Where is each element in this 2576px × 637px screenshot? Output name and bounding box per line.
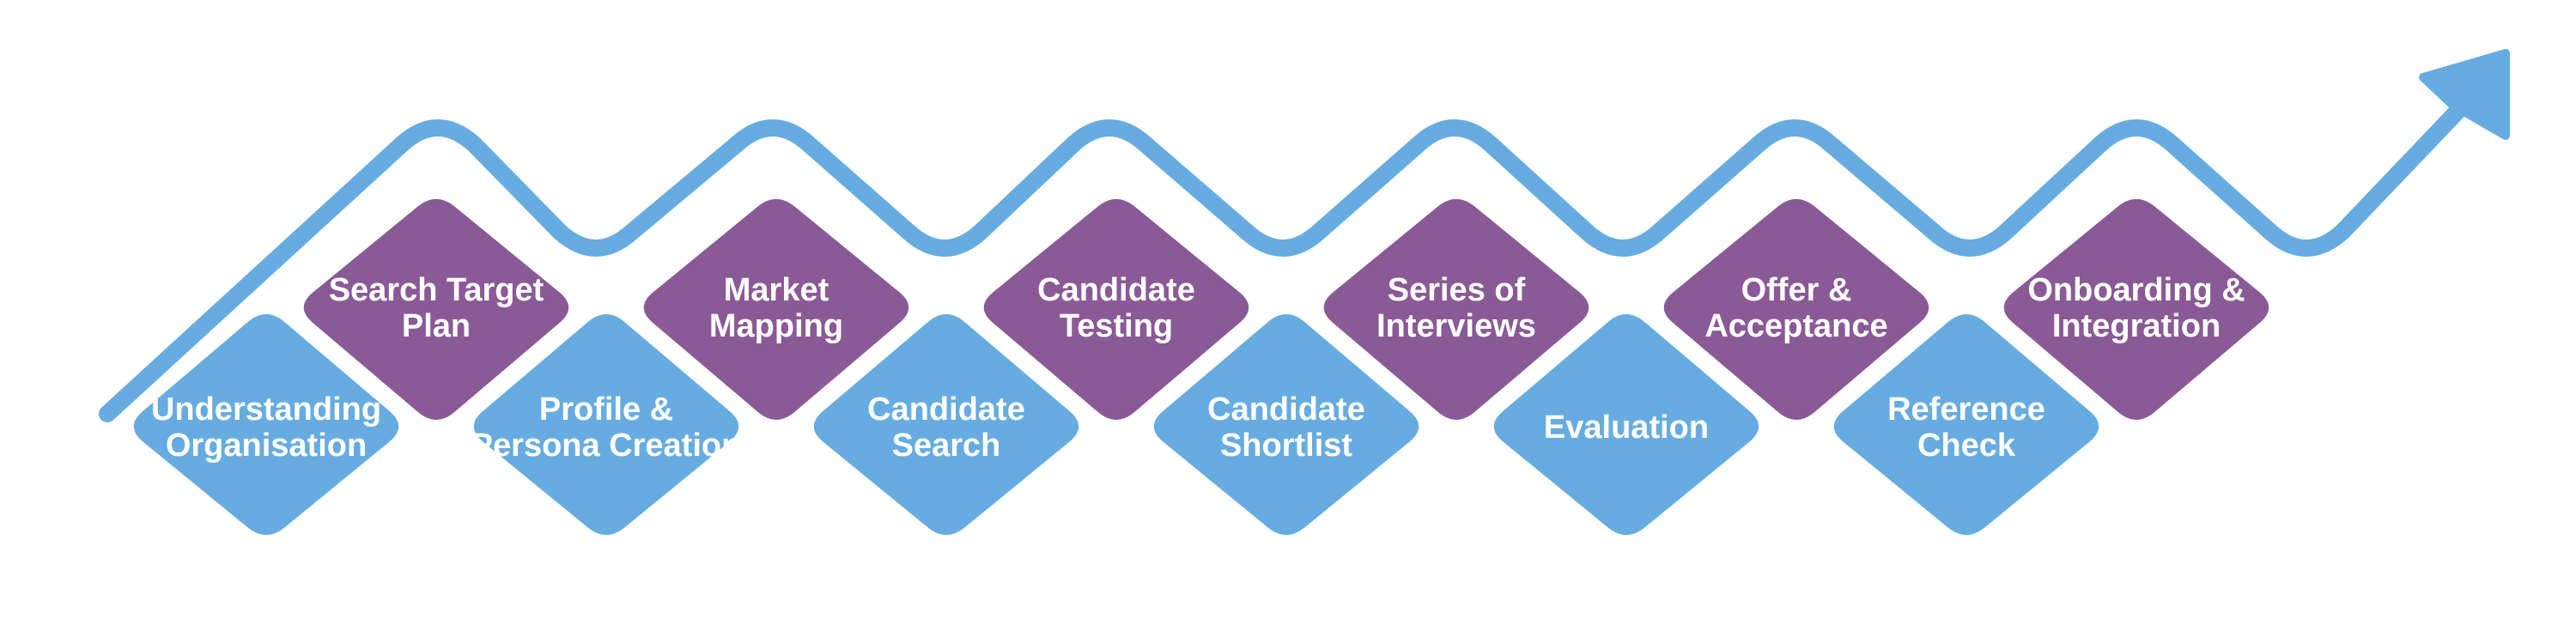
step-label-line: Understanding [151, 391, 381, 428]
step-shape [1833, 314, 2099, 536]
step-shape [1323, 198, 1589, 420]
step-label-line: Onboarding & [2027, 272, 2245, 308]
step-shape [303, 198, 569, 420]
step-shape [643, 198, 909, 420]
step-label-line: Testing [1060, 308, 1173, 344]
step-label-line: Candidate [1037, 272, 1195, 308]
step-12: Onboarding &Integration [2003, 198, 2269, 420]
step-label-line: Series of [1388, 272, 1526, 308]
wave-path [99, 73, 2494, 422]
step-label-line: Mapping [709, 308, 843, 344]
step-label-line: Shortlist [1220, 428, 1352, 464]
step-label-line: Profile & [539, 391, 673, 428]
step-label-line: Check [1917, 428, 2016, 464]
step-label-line: Candidate [1207, 391, 1365, 428]
step-shape [473, 314, 739, 536]
step-shape [2003, 198, 2269, 420]
step-label-line: Search Target [329, 272, 544, 308]
step-shape [1663, 198, 1929, 420]
step-shape [1153, 314, 1419, 536]
step-label-line: Plan [402, 308, 471, 344]
step-label-line: Organisation [166, 428, 367, 464]
step-shape [813, 314, 1079, 536]
step-label-line: Persona Creation [471, 428, 742, 464]
step-label-line: Search [892, 428, 1001, 464]
step-label-line: Offer & [1741, 272, 1852, 308]
step-9: Evaluation [1493, 314, 1759, 536]
step-label-line: Evaluation [1544, 410, 1709, 446]
trend-up-arrow-icon [2419, 49, 2510, 140]
step-label-line: Interviews [1376, 308, 1536, 344]
step-label-line: Market [724, 272, 829, 308]
step-shape [133, 314, 399, 536]
wave-line [99, 49, 2510, 422]
step-shape [1493, 314, 1759, 536]
step-10: Offer &Acceptance [1663, 198, 1929, 420]
step-shape [983, 198, 1249, 420]
step-label-line: Candidate [867, 391, 1025, 428]
step-3: Profile &Persona Creation [471, 314, 742, 536]
step-label-line: Integration [2052, 308, 2221, 344]
step-label-line: Reference [1887, 391, 2045, 428]
step-label-line: Acceptance [1704, 308, 1887, 344]
